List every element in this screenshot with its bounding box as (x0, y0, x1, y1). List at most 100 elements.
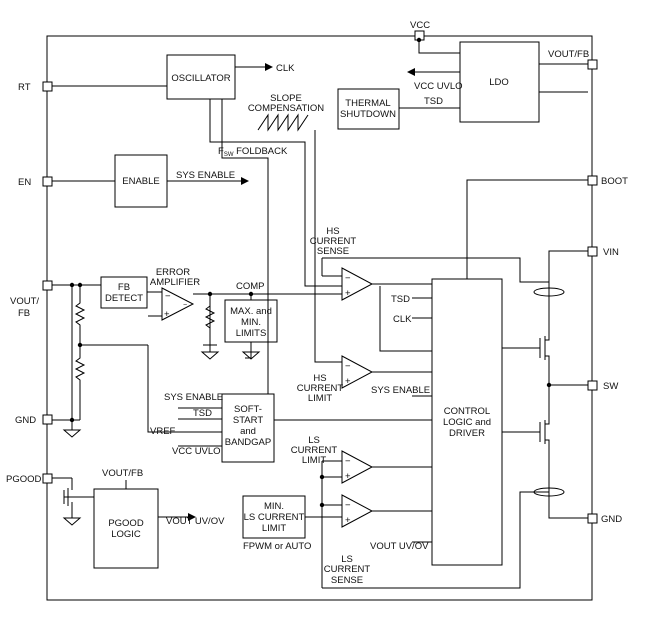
svg-text:LIMIT: LIMIT (308, 393, 332, 404)
svg-text:FB: FB (118, 282, 130, 293)
svg-text:SHUTDOWN: SHUTDOWN (340, 109, 396, 120)
svg-text:HS: HS (326, 226, 339, 237)
svg-text:BOOT: BOOT (601, 176, 628, 187)
svg-text:SLOPE: SLOPE (270, 93, 302, 104)
svg-text:+: + (345, 471, 351, 482)
svg-text:+: + (164, 309, 170, 320)
svg-text:and: and (240, 426, 256, 437)
svg-text:ERROR: ERROR (156, 267, 190, 278)
svg-text:−: − (183, 302, 187, 309)
svg-text:VOUT/: VOUT/ (10, 296, 39, 307)
svg-text:MIN.: MIN. (264, 501, 284, 512)
svg-text:THERMAL: THERMAL (345, 98, 390, 109)
wires (52, 40, 588, 589)
oscillator-block: OSCILLATOR (166, 54, 236, 100)
pin-vout-fb-top: VOUT/FB (548, 49, 598, 70)
thermal-shutdown-block: THERMAL SHUTDOWN (337, 88, 400, 130)
svg-text:EN: EN (18, 177, 31, 188)
svg-text:RT: RT (18, 82, 31, 93)
svg-text:LOGIC and: LOGIC and (443, 417, 491, 428)
pin-vin-right: VIN (587, 246, 619, 258)
svg-text:FB: FB (18, 308, 30, 319)
pin-en: EN (18, 176, 53, 188)
svg-text:DETECT: DETECT (105, 293, 143, 304)
svg-text:−: − (345, 500, 351, 511)
pin-sw: SW (587, 380, 618, 392)
ls-current-limit-comparator: − + (341, 450, 374, 484)
svg-text:VREF: VREF (150, 426, 176, 437)
svg-text:HS: HS (313, 373, 326, 384)
svg-text:−: − (165, 291, 171, 302)
svg-text:−: − (345, 456, 351, 467)
svg-text:START: START (233, 415, 263, 426)
error-amplifier: − + − (161, 287, 195, 321)
svg-text:SYS ENABLE: SYS ENABLE (176, 170, 235, 181)
svg-text:+: + (345, 376, 351, 387)
soft-start-bandgap-block: SOFT- START and BANDGAP (221, 393, 275, 463)
svg-text:CURRENT: CURRENT (291, 445, 338, 456)
svg-text:ENABLE: ENABLE (122, 176, 160, 187)
svg-text:OSCILLATOR: OSCILLATOR (171, 73, 230, 84)
svg-text:TSD: TSD (193, 408, 212, 419)
svg-text:LIMIT: LIMIT (302, 455, 326, 466)
svg-text:BANDGAP: BANDGAP (225, 437, 271, 448)
svg-text:LOGIC: LOGIC (111, 529, 141, 540)
svg-text:CURRENT: CURRENT (310, 236, 357, 247)
svg-text:VOUT UV/OV: VOUT UV/OV (370, 541, 429, 552)
svg-text:CURRENT: CURRENT (297, 383, 344, 394)
junction-dots (69, 37, 552, 508)
hs-current-limit-comparator: − + (341, 355, 374, 389)
svg-text:LS: LS (308, 435, 320, 446)
svg-text:PGOOD: PGOOD (108, 518, 144, 529)
svg-text:COMPENSATION: COMPENSATION (248, 103, 324, 114)
control-logic-driver-block: CONTROL LOGIC and DRIVER (431, 278, 503, 566)
svg-text:GND: GND (601, 514, 622, 525)
svg-text:TSD: TSD (424, 96, 443, 107)
svg-text:LS CURRENT: LS CURRENT (244, 512, 305, 523)
svg-text:VOUT/FB: VOUT/FB (102, 468, 143, 479)
svg-text:CLK: CLK (276, 63, 295, 74)
min-ls-limit-comparator: − + (341, 494, 374, 528)
svg-text:DRIVER: DRIVER (449, 428, 485, 439)
svg-text:VCC UVLO: VCC UVLO (172, 446, 221, 457)
svg-text:−: − (345, 273, 351, 284)
svg-text:+: + (345, 515, 351, 526)
pin-vcc: VCC (410, 20, 430, 41)
pin-boot: BOOT (587, 175, 628, 187)
svg-text:LDO: LDO (489, 77, 509, 88)
svg-text:CONTROL: CONTROL (444, 406, 490, 417)
svg-text:MAX. and: MAX. and (230, 306, 272, 317)
svg-text:CURRENT: CURRENT (324, 564, 371, 575)
svg-text:SENSE: SENSE (317, 246, 349, 257)
pin-gnd-left: GND (15, 414, 53, 426)
svg-text:LIMIT: LIMIT (262, 523, 286, 534)
svg-text:COMP: COMP (236, 281, 265, 292)
min-ls-current-limit-block: MIN. LS CURRENT LIMIT (242, 495, 306, 539)
pin-rt: RT (18, 81, 53, 93)
pin-gnd-right: GND (587, 513, 622, 525)
svg-text:SOFT-: SOFT- (234, 404, 262, 415)
max-min-limits-block: MAX. and MIN. LIMITS (224, 299, 278, 343)
svg-text:CLK: CLK (393, 314, 412, 325)
fb-detect-block: FB DETECT (100, 276, 148, 309)
svg-text:GND: GND (15, 415, 36, 426)
svg-text:SENSE: SENSE (331, 575, 363, 586)
hs-current-sense-comparator: − + (341, 267, 374, 301)
svg-text:SW: SW (603, 381, 618, 392)
svg-text:LS: LS (341, 554, 353, 565)
svg-text:+: + (345, 288, 351, 299)
svg-text:LIMITS: LIMITS (236, 328, 267, 339)
svg-text:PGOOD: PGOOD (6, 474, 42, 485)
svg-text:SYS ENABLE: SYS ENABLE (164, 392, 223, 403)
svg-text:VCC UVLO: VCC UVLO (414, 81, 463, 92)
signal-labels: CLK SLOPE COMPENSATION FSW FOLDBACK VCC … (102, 63, 463, 586)
svg-text:VOUT/FB: VOUT/FB (548, 49, 589, 60)
svg-text:FSW FOLDBACK: FSW FOLDBACK (218, 146, 288, 158)
pin-vout-fb-left: VOUT/ FB (10, 280, 53, 319)
svg-text:MIN.: MIN. (241, 317, 261, 328)
svg-text:SYS ENABLE: SYS ENABLE (371, 385, 430, 396)
svg-text:VCC: VCC (410, 20, 430, 31)
svg-text:VIN: VIN (603, 247, 619, 258)
svg-text:−: − (345, 361, 351, 372)
